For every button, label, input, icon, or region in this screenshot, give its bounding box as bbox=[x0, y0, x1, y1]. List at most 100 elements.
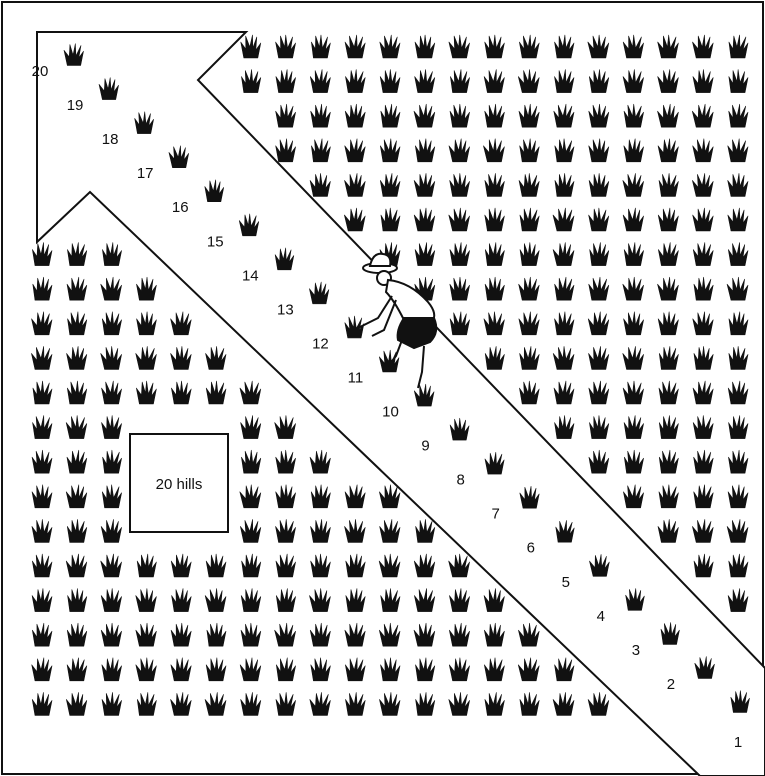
rice-hill bbox=[381, 208, 400, 231]
rice-hill bbox=[659, 173, 678, 196]
rice-hill bbox=[346, 554, 365, 577]
rice-hill bbox=[484, 623, 504, 646]
rice-hill bbox=[345, 658, 365, 681]
rice-hill bbox=[449, 208, 470, 231]
rice-hill bbox=[553, 243, 574, 266]
rice-hill bbox=[485, 346, 504, 369]
rice-hill bbox=[449, 35, 470, 58]
rice-hill bbox=[136, 658, 157, 681]
rice-hill bbox=[101, 519, 121, 542]
rice-hill bbox=[485, 208, 505, 231]
rice-hill bbox=[380, 35, 400, 58]
rice-hill bbox=[449, 658, 469, 681]
rice-hill bbox=[136, 623, 157, 646]
rice-hill bbox=[416, 692, 435, 715]
rice-hill bbox=[727, 277, 748, 300]
rice-hill bbox=[33, 381, 52, 404]
rice-hill bbox=[484, 589, 504, 612]
rice-hill bbox=[590, 243, 609, 266]
rice-hill bbox=[728, 450, 748, 473]
rice-hill bbox=[311, 519, 331, 542]
rice-hill bbox=[450, 312, 470, 335]
rice-hill bbox=[414, 554, 435, 577]
rice-hill bbox=[310, 70, 330, 93]
rice-hill bbox=[449, 692, 470, 715]
rice-hill bbox=[727, 519, 748, 542]
rice-hill bbox=[555, 658, 574, 681]
rice-hill bbox=[658, 208, 678, 231]
rice-hill bbox=[693, 416, 713, 439]
rice-hill bbox=[381, 104, 400, 127]
rice-hill bbox=[658, 139, 678, 162]
rice-hill bbox=[485, 243, 504, 266]
rice-hill bbox=[276, 70, 296, 93]
rice-hill bbox=[379, 623, 400, 646]
hill-number-label: 6 bbox=[527, 540, 535, 557]
rice-hill bbox=[520, 139, 540, 162]
rice-hill bbox=[729, 70, 748, 93]
rice-hill bbox=[101, 554, 122, 577]
rice-hill bbox=[728, 381, 748, 404]
rice-hill bbox=[171, 623, 191, 646]
rice-hill bbox=[624, 243, 643, 266]
rice-hill bbox=[66, 554, 87, 577]
rice-hill bbox=[66, 485, 87, 508]
rice-hill bbox=[241, 70, 260, 93]
hill-number-label: 8 bbox=[456, 472, 464, 489]
rice-hill bbox=[589, 208, 609, 231]
rice-hill bbox=[694, 450, 714, 473]
rice-hill bbox=[484, 658, 504, 681]
hill-number-label: 11 bbox=[348, 369, 364, 386]
rice-hill bbox=[68, 312, 87, 335]
rice-hill bbox=[692, 173, 713, 196]
rice-hill bbox=[310, 173, 330, 196]
rice-hill bbox=[659, 450, 678, 473]
rice-hill bbox=[380, 70, 400, 93]
rice-hill bbox=[33, 416, 52, 439]
rice-hill bbox=[32, 312, 52, 335]
rice-hill bbox=[311, 554, 331, 577]
rice-hill bbox=[520, 346, 540, 369]
rice-hill bbox=[137, 312, 157, 335]
rice-hill bbox=[276, 519, 296, 542]
rice-hill bbox=[414, 589, 434, 612]
rice-hill bbox=[554, 381, 574, 404]
rice-hill bbox=[67, 381, 87, 404]
rice-hill bbox=[589, 173, 609, 196]
rice-hill bbox=[623, 277, 644, 300]
hat-crown bbox=[370, 254, 390, 266]
hill-number-label: 5 bbox=[562, 574, 570, 591]
rice-hill bbox=[310, 450, 330, 473]
rice-hill bbox=[450, 173, 470, 196]
rice-hill bbox=[381, 589, 400, 612]
hill-number-label: 16 bbox=[172, 199, 189, 216]
rice-hill bbox=[345, 104, 365, 127]
rice-hill bbox=[589, 450, 609, 473]
rice-hill bbox=[67, 519, 87, 542]
rice-hill bbox=[311, 35, 330, 58]
rice-hill bbox=[379, 554, 400, 577]
rice-hill bbox=[693, 208, 714, 231]
rice-hill bbox=[519, 277, 540, 300]
rice-hill bbox=[729, 416, 748, 439]
rice-hill bbox=[623, 173, 644, 196]
rice-hill bbox=[241, 35, 261, 58]
rice-hill bbox=[728, 589, 748, 612]
rice-hill bbox=[275, 416, 296, 439]
rice-hill bbox=[415, 658, 434, 681]
rice-hill bbox=[623, 35, 643, 58]
rice-hill bbox=[415, 243, 435, 266]
rice-hill bbox=[102, 485, 121, 508]
rice-hill bbox=[450, 70, 469, 93]
rice-hill bbox=[484, 70, 504, 93]
rice-hill bbox=[555, 70, 574, 93]
rice-hill bbox=[32, 623, 52, 646]
rice-hill bbox=[694, 277, 713, 300]
rice-hill bbox=[694, 485, 713, 508]
rice-hill bbox=[659, 416, 678, 439]
rice-hill bbox=[311, 139, 330, 162]
rice-hill bbox=[728, 243, 748, 266]
rice-hill bbox=[659, 346, 678, 369]
rice-hill bbox=[728, 173, 748, 196]
